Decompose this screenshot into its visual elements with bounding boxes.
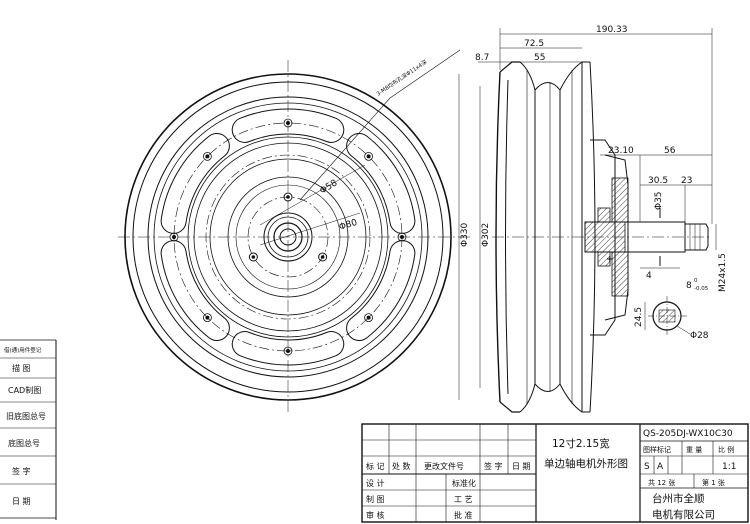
row-left-0: 设 计: [366, 478, 385, 488]
dim-m24: M24x1.5: [718, 253, 728, 292]
slot-2: [160, 240, 230, 342]
col-header-1: 处 数: [392, 461, 411, 471]
dim-phi58: Φ58: [318, 178, 339, 196]
bolt-hole-4: [169, 232, 179, 242]
slot-4: [346, 240, 416, 342]
dim-72-5: 72.5: [524, 39, 544, 49]
side-label-2: CAD制图: [8, 385, 41, 395]
hub-hole-0: [283, 192, 293, 202]
dim-phi28: Φ28: [690, 331, 709, 341]
col-header-3: 签 字: [484, 461, 503, 471]
rim-outer-circle: [124, 73, 452, 401]
dim-23-10: 23.10: [608, 146, 634, 156]
bolt-hole-7: [364, 313, 374, 323]
drawing-number: QS-205DJ-WX10C30: [643, 429, 733, 439]
hub-hole-center-0: [286, 195, 290, 199]
dim-24-5: 24.5: [634, 307, 644, 327]
row-left-1: 制 图: [366, 494, 385, 504]
hub-hole-center-2: [320, 255, 325, 259]
mark-a: A: [657, 462, 664, 472]
hub-hole-2: [318, 252, 328, 262]
scale-label: 比 例: [718, 445, 734, 454]
slot-5: [346, 132, 416, 234]
side-label-4: 底图总号: [8, 438, 40, 448]
bolt-hole-3: [202, 151, 212, 161]
title-block: 标 记 处 数 更改文件号 签 字 日 期 设 计 标准化 制 图 工 艺 审 …: [361, 423, 749, 523]
dim-56: 56: [664, 146, 676, 156]
bolt-hole-0: [397, 232, 407, 242]
dim-phi330: Φ330: [460, 222, 470, 247]
dim-8-tol-upper: 0: [694, 278, 698, 284]
bolt-hole-6: [283, 346, 293, 356]
dim-phi35: Φ35: [654, 191, 664, 210]
sheets-total: 共 12 张: [648, 478, 675, 487]
mark-label: 图样标记: [643, 445, 671, 454]
dim-55: 55: [534, 53, 545, 63]
dim-8: 8: [686, 281, 692, 291]
slot-1: [160, 132, 230, 234]
side-label-3: 旧底图总号: [6, 411, 46, 421]
row-left-2: 审 核: [366, 510, 385, 520]
hub-tabs: [248, 192, 328, 262]
dim-4: 4: [646, 271, 652, 281]
dim-8-tol-lower: -0.05: [694, 286, 709, 292]
dim-23: 23: [681, 176, 692, 186]
wire-plus-mark: +: [606, 255, 614, 265]
side-view: + 190.33 72.5 55 8.7 23.10 56 30.5 23 Φ3…: [475, 25, 728, 413]
sheet-number: 第 1 张: [702, 478, 725, 487]
dim-30-5: 30.5: [648, 176, 668, 186]
side-label-0: 借(通)用件登记: [4, 346, 42, 354]
hub-hole-center-1: [251, 255, 256, 259]
ventilation-slots: [160, 108, 416, 366]
dim-8-7: 8.7: [475, 53, 489, 63]
bolt-hole-2: [283, 118, 293, 128]
part-title-line-2: 单边轴电机外形图: [544, 457, 628, 470]
bolt-holes: [169, 118, 407, 356]
mark-s: S: [644, 462, 650, 472]
slot-3: [231, 331, 345, 366]
left-registry-strip: 借(通)用件登记 描 图 CAD制图 旧底图总号 底图总号 签 字 日 期: [0, 339, 57, 520]
part-title-line-1: 12寸2.15宽: [552, 437, 610, 450]
row-mid-0: 标准化: [452, 478, 476, 488]
dim-phi302: Φ302: [481, 223, 491, 247]
bolt-hole-5: [202, 313, 212, 323]
row-mid-2: 批 准: [454, 510, 473, 520]
dim-phi80: Φ80: [338, 218, 359, 233]
col-header-2: 更改文件号: [424, 461, 464, 471]
side-label-5: 签 字: [12, 466, 31, 476]
bolt-hole-1: [364, 151, 374, 161]
side-label-6: 日 期: [12, 497, 31, 506]
col-header-0: 标 记: [366, 461, 385, 471]
col-header-4: 日 期: [512, 462, 531, 471]
side-label-1: 描 图: [12, 363, 31, 373]
company-line-1: 台州市全顺: [652, 492, 705, 505]
weight-label: 重 量: [686, 446, 702, 454]
hub-hole-1: [248, 252, 258, 262]
front-view: 3-M8均布孔深Φ11x4深 Φ58 Φ80 Φ330 Φ302: [118, 49, 491, 412]
slot-0: [231, 108, 345, 143]
thread-note: 3-M8均布孔深Φ11x4深: [375, 58, 429, 98]
company-line-2: 电机有限公司: [652, 508, 715, 521]
dim-overall-width: 190.33: [596, 25, 628, 35]
scale-value: 1:1: [722, 462, 736, 472]
row-mid-1: 工 艺: [454, 495, 473, 504]
